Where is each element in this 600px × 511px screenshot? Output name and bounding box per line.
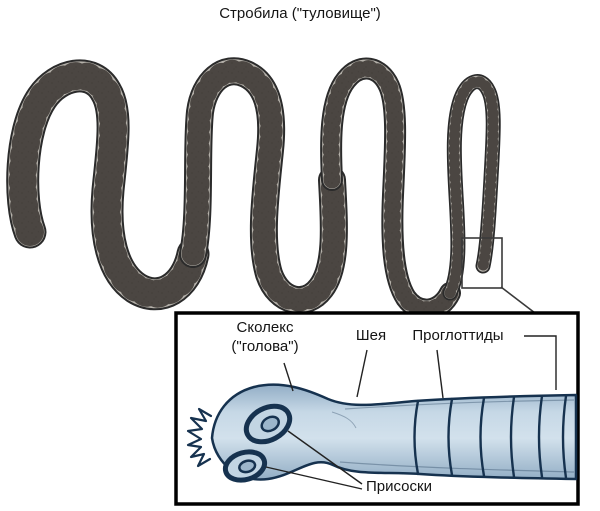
label-pointer-lines bbox=[265, 335, 557, 490]
rostellum-hooks-icon bbox=[186, 407, 213, 468]
scolex-label-line1: Сколекс bbox=[236, 319, 294, 336]
strobila-coil-thin bbox=[320, 57, 461, 321]
body-shading bbox=[331, 399, 575, 473]
strobila-coil-mid bbox=[179, 57, 348, 314]
scolex-body bbox=[210, 383, 578, 481]
suckers-pointer-line-top bbox=[287, 430, 363, 485]
proglottid-segment-lines bbox=[413, 394, 568, 480]
strobila-coil-thick bbox=[6, 59, 210, 311]
scolex-label-line2: ("голова") bbox=[231, 338, 299, 355]
neck-label: Шея bbox=[355, 327, 387, 344]
sucker-top bbox=[243, 403, 293, 445]
strobila-illustration bbox=[6, 57, 501, 321]
proglottids-left-pointer-line bbox=[436, 349, 444, 399]
suckers-label: Присоски bbox=[366, 478, 432, 495]
suckers-pointer-line-bottom bbox=[265, 466, 363, 490]
sucker-bottom bbox=[222, 449, 268, 483]
scolex-pointer-line bbox=[283, 362, 294, 392]
proglottids-right-pointer-line bbox=[524, 335, 557, 390]
neck-pointer-line bbox=[356, 349, 368, 398]
strobila-label: Стробила ("туловище") bbox=[219, 5, 381, 22]
scolex-label: Сколекс ("голова") bbox=[195, 318, 335, 356]
highlight-box bbox=[461, 237, 503, 289]
strobila-coil-finest bbox=[442, 74, 501, 301]
zoom-connector-line bbox=[500, 286, 536, 314]
proglottids-label: Проглоттиды bbox=[412, 327, 504, 344]
scolex-illustration bbox=[186, 383, 578, 483]
